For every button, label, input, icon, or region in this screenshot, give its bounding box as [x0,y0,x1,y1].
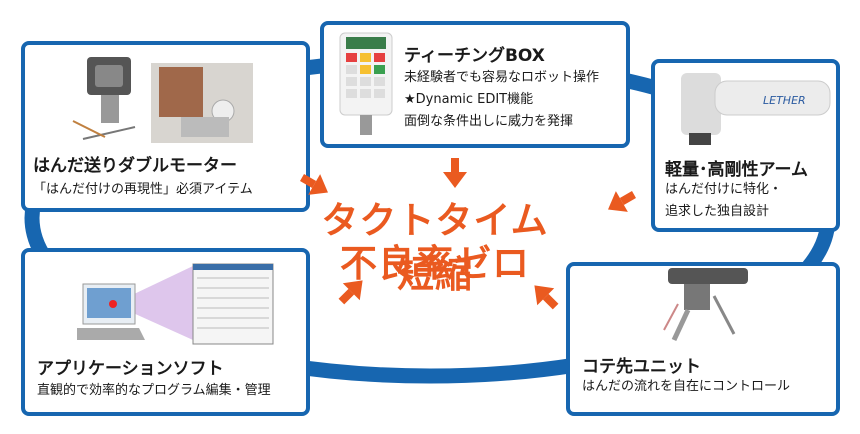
motor-desc: 「はんだ付けの再現性」必須アイテム [33,182,253,197]
arrow-from-tip-unit [534,285,559,310]
teaching-box-line2: ★Dynamic EDIT機能 [404,92,534,107]
card-arm: LETHER 軽量･高剛性アーム はんだ付けに特化・ 追求した独自設計 [651,59,840,232]
software-desc: 直観的で効率的なプログラム編集・管理 [37,383,271,398]
center-title-line1: タクトタイム短縮 [321,199,549,296]
teaching-box-line1: 未経験者でも容易なロボット操作 [404,70,600,85]
tip-unit-title: コテ先ユニット [582,357,701,377]
software-photo [77,263,274,345]
motor-title: はんだ送りダブルモーター [33,156,237,176]
arrow-from-teaching-box [443,158,467,188]
arm-logo: LETHER [763,94,806,107]
software-title: アプリケーションソフト [37,359,224,379]
arm-line2: 追求した独自設計 [665,204,770,219]
card-software: アプリケーションソフト 直観的で効率的なプログラム編集・管理 [21,248,310,416]
card-motor: はんだ送りダブルモーター 「はんだ付けの再現性」必須アイテム [21,41,310,212]
arm-photo: LETHER [681,73,831,145]
teaching-box-title: ティーチングBOX [404,46,545,66]
card-teaching-box: ティーチングBOX 未経験者でも容易なロボット操作 ★Dynamic EDIT機… [320,21,630,148]
motor-photo [72,57,253,143]
tip-unit-photo [663,268,748,342]
center-title-line2: 不良率ゼロ [340,242,530,285]
arrow-from-arm [608,191,636,212]
arrow-from-software [338,280,363,305]
arm-title: 軽量･高剛性アーム [665,160,808,180]
teaching-box-photo [339,32,393,135]
tip-unit-desc: はんだの流れを自在にコントロール [582,379,791,394]
card-tip-unit: コテ先ユニット はんだの流れを自在にコントロール [566,262,840,416]
teaching-box-line3: 面倒な条件出しに威力を発揮 [404,114,574,129]
arrow-from-motor [300,174,328,195]
arm-line1: はんだ付けに特化・ [665,182,783,197]
